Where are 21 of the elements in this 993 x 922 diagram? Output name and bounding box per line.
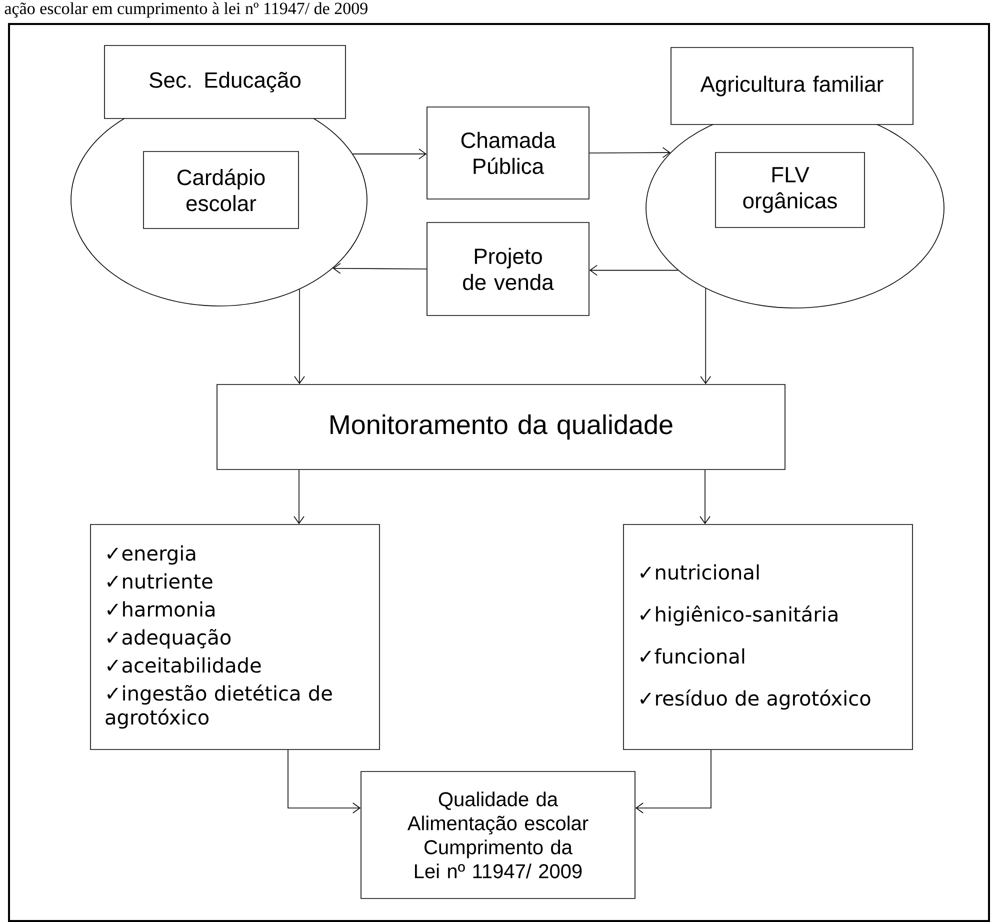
arrow (589, 264, 678, 276)
arrow (589, 147, 670, 158)
process-box: Qualidade da Alimentação escolar Cumprimento da Lei nº 11947/ 2009 (360, 771, 636, 899)
heading: ação escolar em cumprimento à lei nº 11947/ de 2009 (4, 2, 368, 18)
process-box: Chamada Pública (426, 106, 590, 200)
arrow (288, 750, 361, 814)
arrow (700, 470, 710, 524)
arrow (294, 470, 304, 524)
arrow (352, 148, 427, 160)
process-box: FLV orgânicas (715, 152, 865, 228)
arrow (294, 289, 305, 384)
checklist-box: ✓energia ✓nutriente ✓harmonia ✓adequação ✓aceitabilidade ✓ingestão dietética de agrotóxico (90, 524, 380, 750)
process-box: Cardápio escolar (143, 151, 299, 229)
checklist-box: ✓nutricional ✓higiênico-sanitária ✓funcional ✓resíduo de agrotóxico (623, 524, 913, 750)
arrow (332, 263, 427, 274)
arrow (635, 750, 712, 814)
process-box: Projeto de venda (426, 222, 590, 316)
arrow (700, 288, 712, 384)
process-box: Sec. Educação (104, 45, 346, 119)
process-box: Agricultura familiar (670, 47, 914, 125)
process-box: Monitoramento da qualidade (216, 384, 786, 470)
